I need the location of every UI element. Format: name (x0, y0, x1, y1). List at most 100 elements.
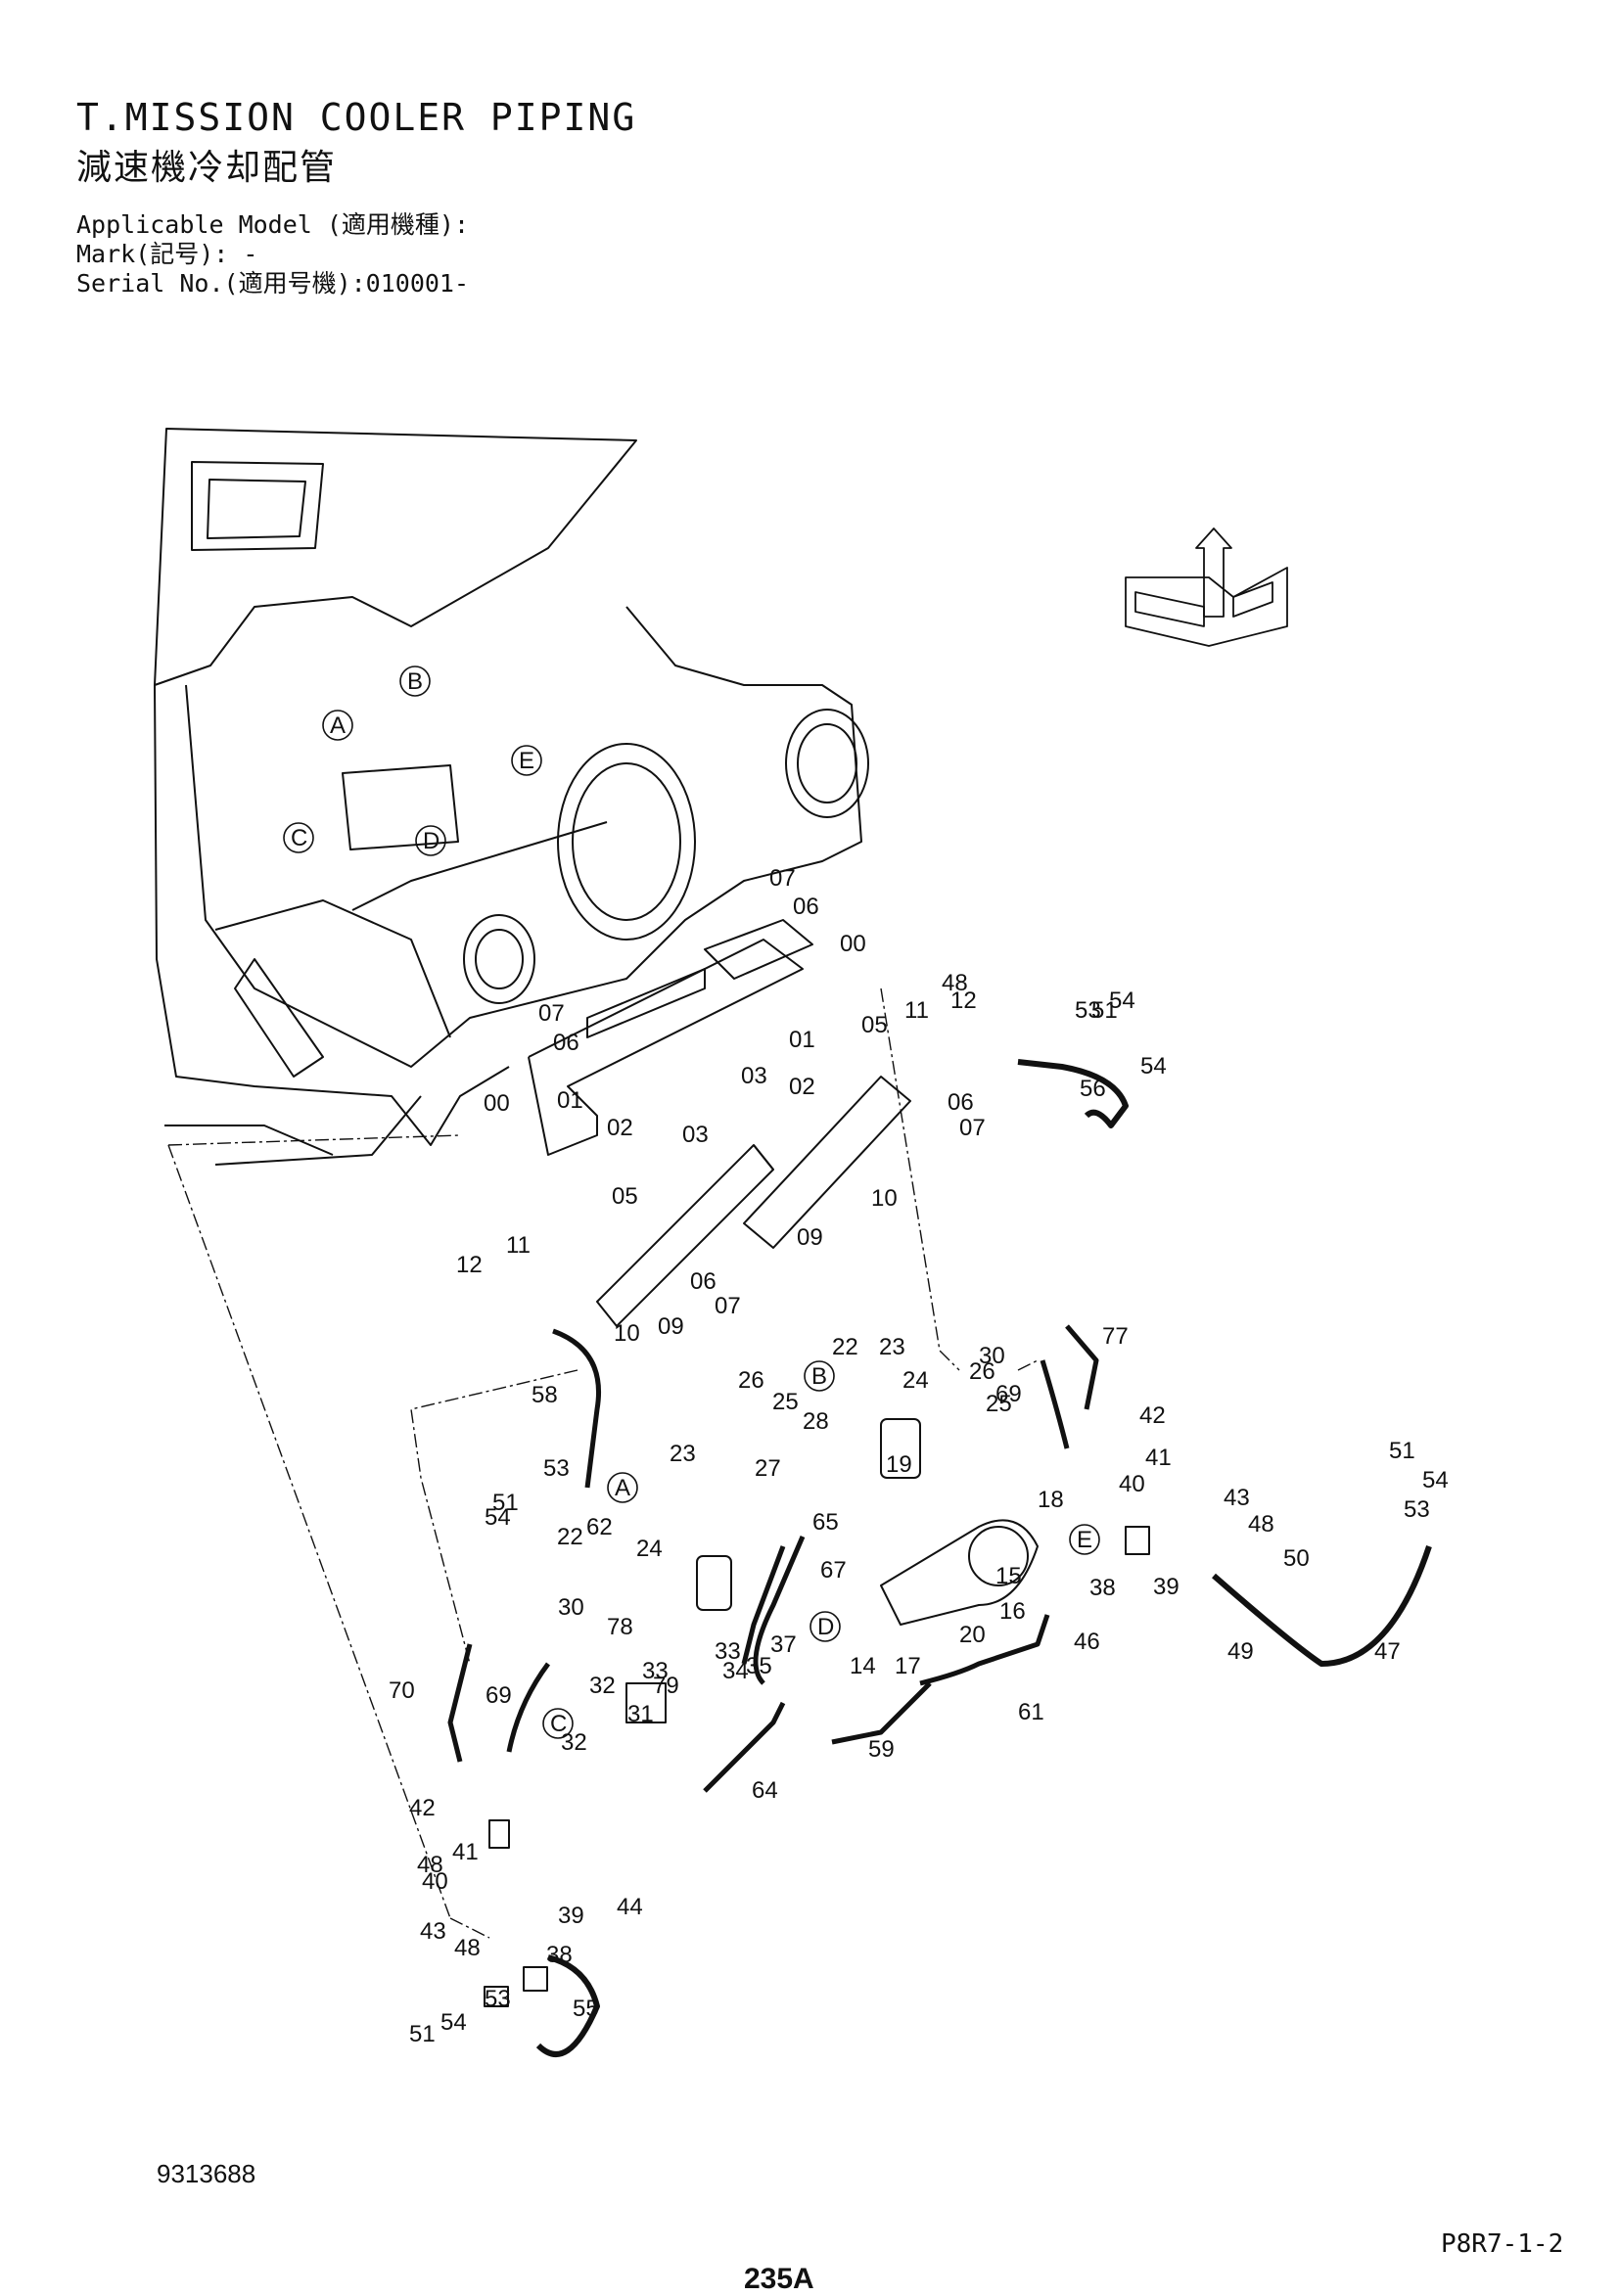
callout: 54 (1109, 987, 1135, 1014)
marker-d: D (415, 825, 446, 856)
callout: 07 (538, 1000, 565, 1027)
marker-a: A (322, 710, 353, 741)
callout: 07 (715, 1293, 741, 1319)
callout: 39 (558, 1903, 584, 1929)
callout: 54 (1422, 1467, 1449, 1493)
callout: 00 (840, 931, 866, 957)
callout: 79 (653, 1673, 679, 1699)
callout: 20 (959, 1622, 986, 1648)
page-number: 235A (744, 2263, 814, 2295)
callout: 09 (658, 1313, 684, 1340)
serial-number-line: Serial No.(適用号機):010001- (76, 269, 470, 298)
svg-text:C: C (291, 825, 307, 851)
callout: 38 (546, 1942, 573, 1968)
callout: 53 (1404, 1496, 1430, 1523)
orientation-icon (1125, 528, 1288, 647)
callout: 58 (532, 1382, 558, 1408)
callout: 10 (871, 1185, 898, 1212)
callout: 32 (561, 1729, 587, 1756)
marker-b: B (399, 666, 431, 697)
callout: 12 (950, 987, 977, 1014)
callout: 30 (558, 1594, 584, 1621)
callout: 38 (1089, 1575, 1116, 1601)
callout: 77 (1102, 1323, 1129, 1350)
callout: 46 (1074, 1629, 1100, 1655)
callout: 06 (690, 1268, 717, 1295)
leader-lines (167, 987, 1039, 1939)
callout: 03 (682, 1122, 709, 1148)
callout: 50 (1283, 1545, 1310, 1572)
callout: 39 (1153, 1574, 1180, 1600)
applicable-model-line: Applicable Model (適用機種): (76, 210, 470, 239)
callout: 35 (746, 1653, 772, 1679)
callout: 02 (789, 1074, 815, 1100)
marker-d-2: D (810, 1611, 841, 1642)
callout: 25 (986, 1391, 1012, 1417)
callout: 47 (1374, 1638, 1401, 1665)
callout: 42 (1139, 1402, 1166, 1429)
marker-b-2: B (804, 1360, 835, 1392)
callout: 69 (995, 1381, 1022, 1407)
callout: 17 (895, 1653, 921, 1679)
callout: 34 (722, 1658, 749, 1684)
callout: 61 (1018, 1699, 1044, 1725)
callout: 33 (715, 1638, 741, 1665)
callout: 24 (902, 1367, 929, 1394)
callout: 16 (999, 1598, 1026, 1625)
page-title: T.MISSION COOLER PIPING (76, 96, 637, 139)
callout: 24 (636, 1536, 663, 1562)
callout: 64 (752, 1777, 778, 1804)
callout: 06 (948, 1089, 974, 1116)
callout: 54 (440, 2009, 467, 2036)
callout: 51 (492, 1490, 519, 1516)
callout: 62 (586, 1514, 613, 1540)
svg-text:B: B (407, 668, 423, 695)
callout: 19 (886, 1451, 912, 1478)
callout: 11 (506, 1232, 531, 1259)
mark-line: Mark(記号): - (76, 240, 258, 268)
svg-text:A: A (615, 1475, 630, 1501)
callout: 31 (627, 1701, 654, 1727)
svg-text:E: E (1077, 1527, 1092, 1553)
svg-text:D: D (423, 828, 439, 854)
callout: 41 (452, 1839, 479, 1865)
callout: 42 (409, 1795, 436, 1821)
callout: 07 (959, 1115, 986, 1141)
callout: 06 (793, 894, 819, 920)
components-drawing (484, 1418, 1150, 2007)
callout: 78 (607, 1614, 633, 1640)
callout: 32 (589, 1673, 616, 1699)
callout: 03 (741, 1063, 767, 1089)
callout: 27 (755, 1455, 781, 1482)
callout: 09 (797, 1224, 823, 1251)
callout: 05 (612, 1183, 638, 1210)
callout: 11 (904, 997, 929, 1024)
callout: 01 (557, 1087, 583, 1114)
callout: 07 (769, 865, 796, 892)
callout: 51 (409, 2021, 436, 2047)
callout: 59 (868, 1736, 895, 1763)
callout: 43 (420, 1918, 446, 1945)
svg-text:A: A (330, 712, 346, 739)
callout: 40 (422, 1868, 448, 1895)
callout: 48 (942, 970, 968, 996)
callout: 56 (1080, 1076, 1106, 1102)
callout: 01 (789, 1027, 815, 1053)
callout: 55 (573, 1996, 599, 2022)
page-title-japanese: 減速機冷却配管 (76, 148, 338, 188)
callout: 48 (1248, 1511, 1274, 1538)
callout: 53 (1075, 997, 1101, 1024)
callout: 22 (832, 1334, 858, 1360)
frame-body-drawing (154, 428, 869, 1166)
callout: 00 (484, 1090, 510, 1117)
callout: 54 (485, 1504, 511, 1531)
callout: 30 (979, 1343, 1005, 1369)
callout: 51 (1389, 1438, 1415, 1464)
callout: 18 (1038, 1487, 1064, 1513)
marker-a-2: A (607, 1472, 638, 1503)
marker-e-2: E (1069, 1524, 1100, 1555)
detail-markers: A B E C D B A E D C (283, 666, 1100, 1739)
callout: 43 (1224, 1485, 1250, 1511)
cooler-shroud-drawing (528, 919, 813, 1156)
